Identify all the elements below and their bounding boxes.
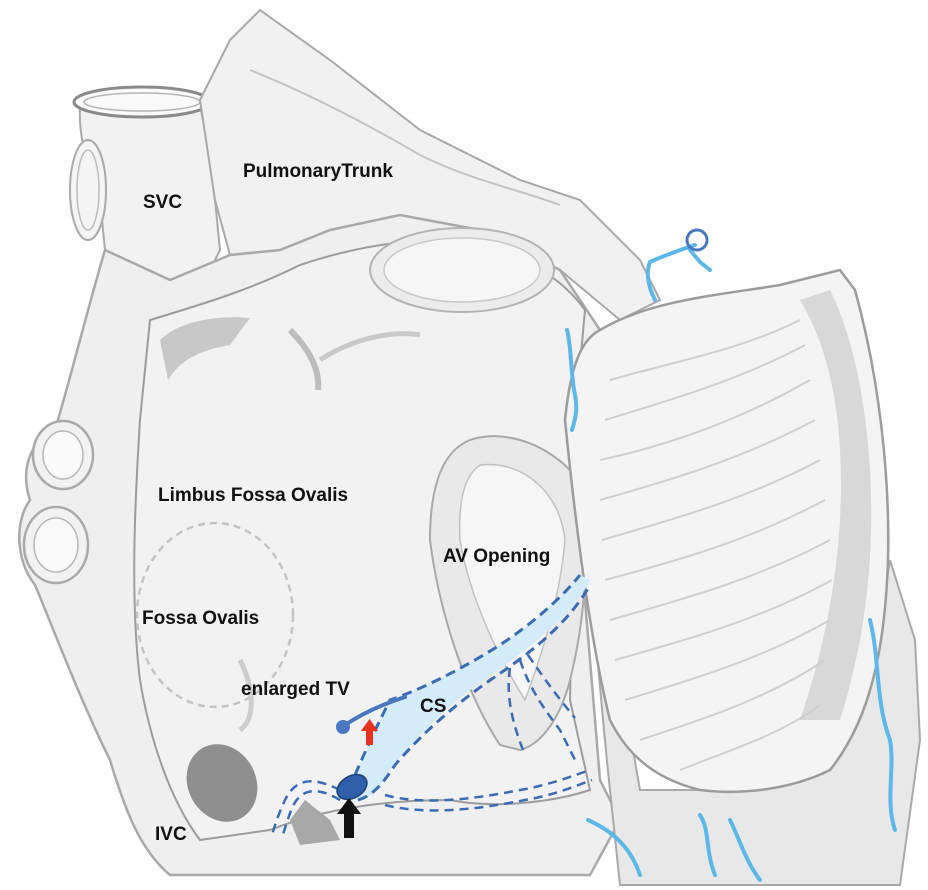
label-cs: CS	[420, 696, 446, 717]
label-enlarged-tv: enlarged TV	[241, 679, 350, 700]
left-ring-lower-inner	[34, 518, 78, 572]
label-limbus-fossa-ovalis: Limbus Fossa Ovalis	[158, 485, 348, 506]
heart-outline	[19, 10, 660, 875]
svc-side-ring	[70, 140, 106, 240]
label-av-opening: AV Opening	[443, 546, 550, 567]
pulmonary-valve-inner	[384, 238, 540, 302]
label-fossa-ovalis: Fossa Ovalis	[142, 608, 259, 629]
ventricle-flap	[565, 270, 920, 885]
vessel-loop	[687, 230, 707, 250]
tv-head	[336, 720, 350, 734]
label-pulmonary-trunk: PulmonaryTrunk	[243, 161, 393, 182]
label-svc: SVC	[143, 192, 182, 213]
vessel-top-branch	[690, 250, 710, 270]
left-ring-upper-inner	[43, 431, 83, 479]
label-ivc: IVC	[155, 824, 187, 845]
svc-opening	[74, 87, 210, 117]
